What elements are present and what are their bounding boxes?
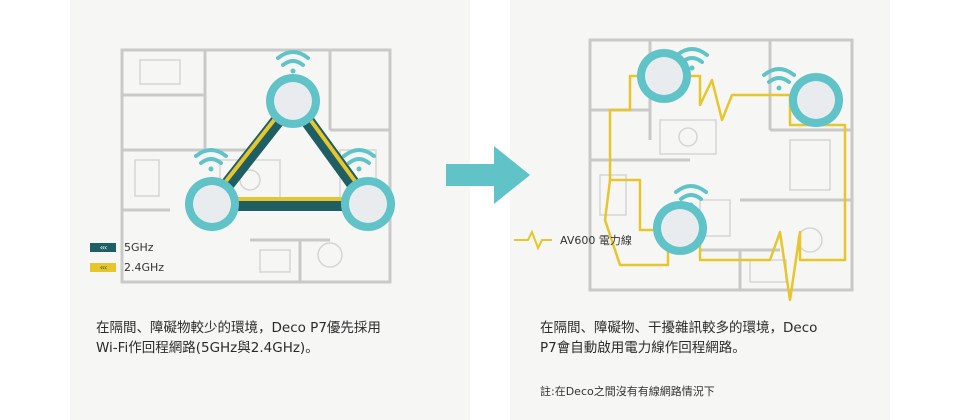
- legend-5ghz-label: 5GHz: [124, 241, 154, 254]
- legend-5ghz: ‹‹‹ 5GHz: [90, 241, 154, 254]
- wifi-icon: [276, 50, 310, 74]
- legend-24ghz-label: 2.4GHz: [124, 261, 165, 274]
- caption-right: 在隔間、障礙物、干擾雜訊較多的環境，Deco P7會自動啟用電力線作回程網路。: [540, 320, 818, 356]
- powerline-legend-label: AV600 電力線: [560, 234, 632, 247]
- wifi-icon: [194, 148, 228, 172]
- deco-node-icon: [637, 49, 691, 103]
- wifi-icon: [674, 184, 708, 208]
- wifi-icon: [675, 47, 709, 71]
- arrow-right-icon: [446, 146, 530, 204]
- deco-node-icon: [789, 73, 843, 127]
- powerline-legend-icon: [514, 229, 552, 251]
- deco-node-icon: [266, 74, 320, 128]
- deco-node-icon: [341, 177, 395, 231]
- legend-5ghz-swatch: ‹‹‹: [90, 243, 116, 252]
- powerline-path: [603, 74, 847, 302]
- caption-left: 在隔間、障礙物較少的環境，Deco P7優先採用 Wi-Fi作回程網路(5GHz…: [96, 320, 381, 356]
- left-floorplan-walls: [120, 48, 392, 284]
- deco-node-icon: [653, 201, 707, 255]
- powerline-legend: AV600 電力線: [510, 232, 632, 248]
- wifi-backhaul-triangle: [205, 94, 375, 211]
- legend-24ghz-swatch: ‹‹‹: [90, 263, 116, 272]
- deco-node-icon: [185, 177, 239, 231]
- wifi-icon: [342, 148, 376, 172]
- footnote: 註:在Deco之間沒有有線網路情況下: [540, 385, 715, 398]
- wifi-icon: [762, 67, 796, 91]
- legend-24ghz: ‹‹‹ 2.4GHz: [90, 261, 164, 274]
